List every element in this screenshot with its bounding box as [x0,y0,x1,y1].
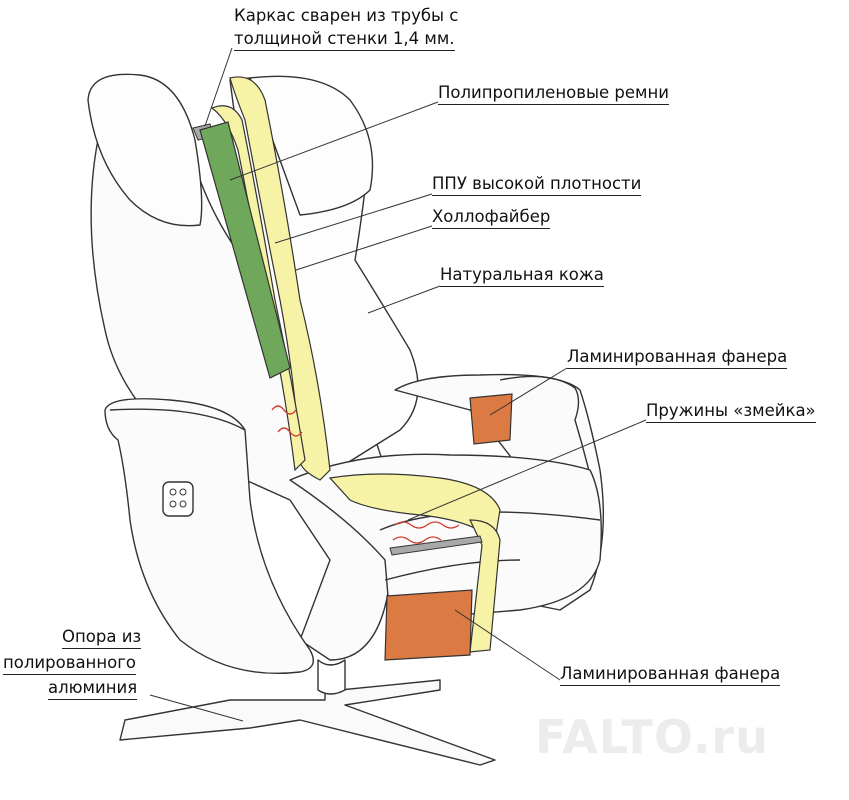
headrest [87,73,203,227]
label-frame-line2: толщиной стенки 1,4 мм. [234,28,455,51]
springs-seat [392,521,460,544]
label-leather: Натуральная кожа [440,264,604,287]
foam-back-section [229,76,331,481]
label-ppu: ППУ высокой плотности [432,173,642,196]
label-belts: Полипропиленовые ремни [438,82,669,105]
leader-lines [149,47,647,722]
label-springs: Пружины «змейка» [646,400,816,423]
label-hollofiber: Холлофайбер [432,206,551,229]
plywood-seat-section [384,589,473,661]
label-base-line3: алюминия [48,677,138,700]
left-armrest [104,398,314,675]
springs-back [271,405,303,437]
watermark: FALTO.ru [535,710,769,764]
base-column [317,659,346,695]
head-cushion [249,75,374,216]
label-base-line1: Опора из [62,626,142,649]
plywood-armrest-section [469,393,513,445]
label-plywood-bottom: Ламинированная фанера [560,663,781,686]
base-shape [119,664,496,766]
remote-control-icon [162,481,194,517]
label-base-line2: полированного [3,652,136,675]
label-plywood-top: Ламинированная фанера [567,346,788,369]
belts-section [199,121,291,379]
label-frame-line1: Каркас сварен из трубы с [234,6,459,25]
foam-seat-section [328,473,501,542]
